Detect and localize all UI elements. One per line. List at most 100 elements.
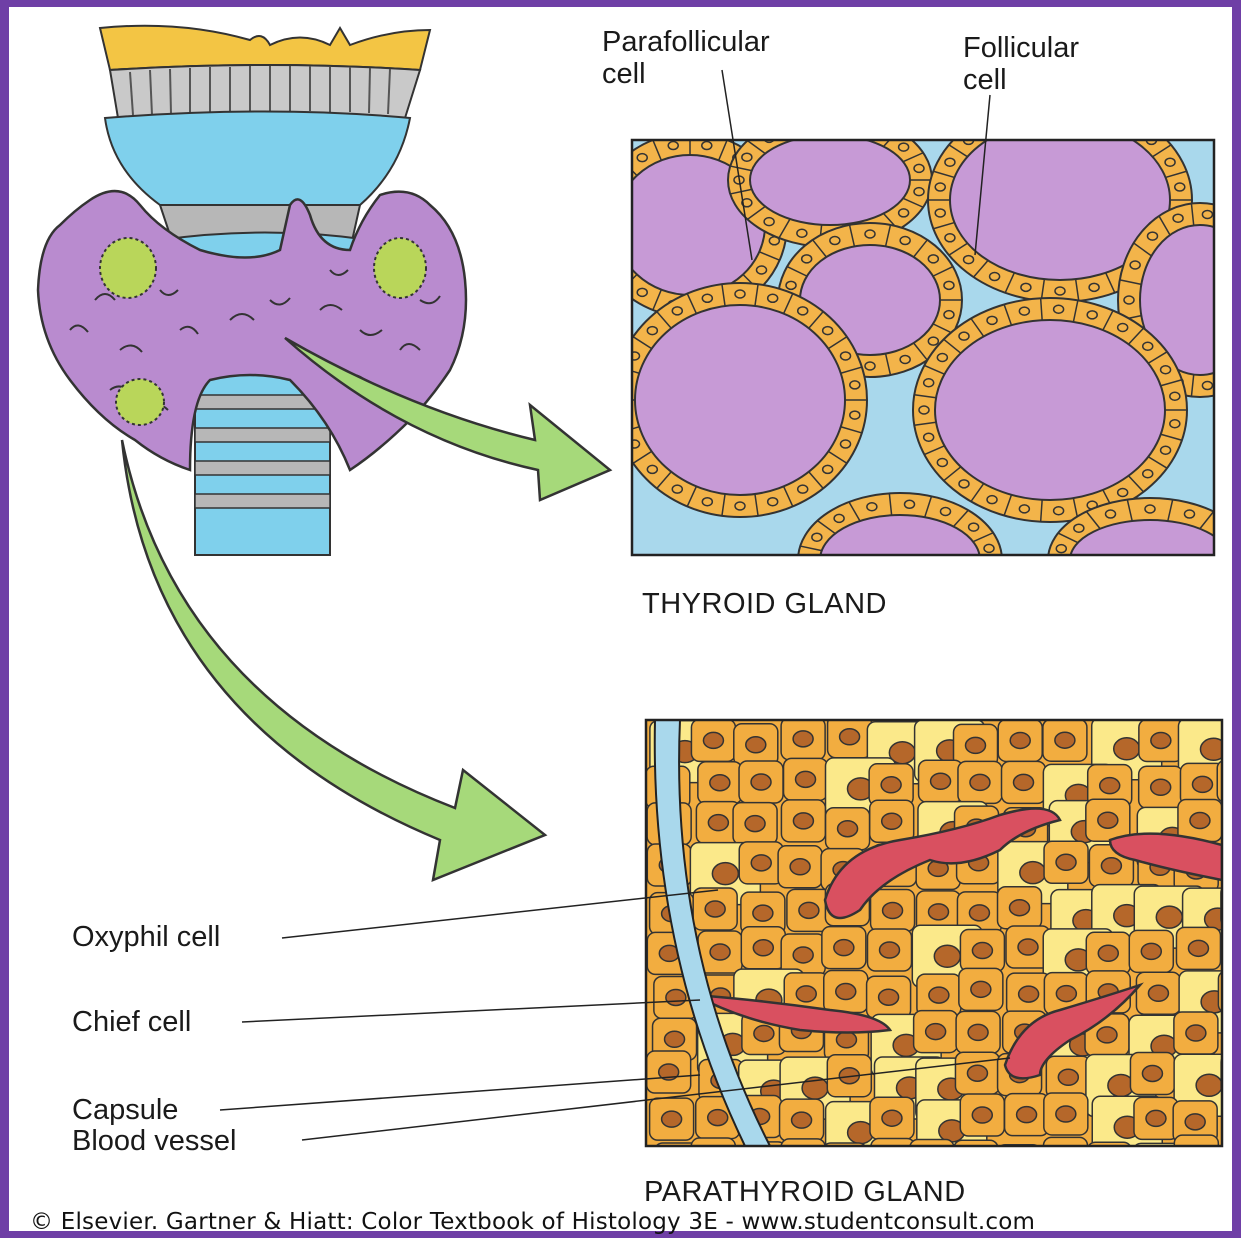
follicle-nucleus (900, 355, 910, 363)
follicle-nucleus (1118, 323, 1128, 331)
follicle-nucleus (672, 485, 682, 493)
cell-nucleus (1188, 940, 1208, 956)
cell-nucleus (1009, 1158, 1029, 1174)
cell-nucleus (922, 1152, 942, 1168)
follicle-nucleus (941, 508, 951, 516)
follicle-nucleus (1056, 567, 1066, 575)
follicle-nucleus (1074, 524, 1084, 532)
follicle-nucleus (1021, 283, 1031, 291)
follicle-nucleus (1161, 366, 1171, 374)
follicle-nucleus (742, 153, 752, 161)
oxyphil-cell (1226, 1142, 1241, 1204)
follicle-nucleus (647, 327, 657, 335)
follicle-nucleus (1019, 307, 1029, 315)
cell-nucleus (1185, 1114, 1205, 1130)
follicle-nucleus (937, 354, 947, 362)
cell-nucleus (1099, 1155, 1119, 1171)
follicle-nucleus (812, 579, 822, 587)
cell-nucleus (836, 1032, 856, 1048)
cell-nucleus (1017, 1107, 1037, 1123)
follicle-nucleus (1202, 210, 1212, 218)
cell-nucleus (883, 1151, 903, 1167)
cell-nucleus (1058, 1069, 1078, 1085)
follicle-nucleus (1087, 311, 1097, 319)
follicle-nucleus (647, 465, 657, 473)
follicle-nucleus (1118, 489, 1128, 497)
chief-cell (1225, 719, 1241, 761)
cell-nucleus (1098, 812, 1118, 828)
cell-nucleus (879, 989, 899, 1005)
cell-nucleus (1151, 732, 1171, 748)
hyoid-membrane (110, 65, 420, 118)
parathyroid-gland-caption: PARATHYROID GLAND (644, 1176, 966, 1208)
chief-cell-label: Chief cell (72, 1006, 191, 1038)
cell-nucleus (971, 981, 991, 997)
cell-nucleus (882, 1110, 902, 1126)
cell-nucleus (929, 987, 949, 1003)
follicle-nucleus (935, 183, 945, 191)
follicle-nucleus (804, 556, 814, 564)
chief-cell (1224, 1019, 1241, 1061)
follicle-nucleus (798, 307, 808, 315)
chief-cell (1222, 850, 1241, 892)
cell-nucleus (1233, 898, 1241, 914)
cell-nucleus (751, 774, 771, 790)
oxyphil-cell (1133, 1143, 1203, 1205)
cell-nucleus (753, 905, 773, 921)
cell-nucleus (966, 1153, 986, 1169)
cell-nucleus (838, 821, 858, 837)
follicle-nucleus (1184, 510, 1194, 518)
follicle-nucleus (668, 142, 678, 150)
cell-nucleus (882, 813, 902, 829)
follicle-nucleus (802, 255, 812, 263)
follicle-nucleus (841, 440, 851, 448)
follicle-nucleus (601, 237, 611, 245)
follicle-nucleus (620, 411, 630, 419)
follicle-nucleus (1019, 505, 1029, 513)
follicle-nucleus (637, 288, 647, 296)
follicle-nucleus (865, 362, 875, 370)
chief-leader (242, 1000, 700, 1022)
follicle-nucleus (1147, 232, 1157, 240)
follicle-nucleus (797, 123, 807, 131)
cell-nucleus (1192, 776, 1212, 792)
thyroid-histology-panel (593, 70, 1241, 627)
cell-nucleus (1018, 939, 1038, 955)
follicle-nucleus (924, 433, 934, 441)
follicle-nucleus (944, 311, 954, 319)
epiglottis-shape (100, 26, 430, 70)
cell-nucleus (1146, 1110, 1166, 1126)
follicle-nucleus (987, 316, 997, 324)
chief-cell (1174, 1135, 1218, 1177)
follicle-nucleus (1184, 602, 1194, 610)
cell-nucleus (1186, 1025, 1206, 1041)
cell-nucleus (1056, 1106, 1076, 1122)
follicle-nucleus (945, 234, 955, 242)
follicle-nucleus (1074, 588, 1084, 596)
capsule-leader (220, 1075, 700, 1110)
follicle-nucleus (944, 281, 954, 289)
follicle-nucleus (1165, 158, 1175, 166)
follicle-nucleus (812, 533, 822, 541)
follicle-nucleus (899, 143, 909, 151)
cell-nucleus (836, 984, 856, 1000)
cell-nucleus (793, 813, 813, 829)
cell-nucleus (703, 1151, 723, 1167)
cell-nucleus (1236, 1032, 1241, 1048)
follicle-nucleus (984, 568, 994, 576)
follicle-nucleus (941, 604, 951, 612)
follicle-nucleus (990, 119, 1000, 127)
follicle-nucleus (935, 209, 945, 217)
follicle-nucleus (959, 480, 969, 488)
follicle-nucleus (1055, 105, 1065, 113)
follicle-nucleus (1234, 567, 1241, 575)
follicle-nucleus (1145, 505, 1155, 513)
cell-nucleus (710, 775, 730, 791)
cell-nucleus (1056, 854, 1076, 870)
cell-nucleus (754, 1155, 774, 1171)
parathyroid-spot (116, 379, 164, 425)
follicle-nucleus (702, 142, 712, 150)
cell-nucleus (746, 737, 766, 753)
cell-nucleus (1141, 943, 1161, 959)
